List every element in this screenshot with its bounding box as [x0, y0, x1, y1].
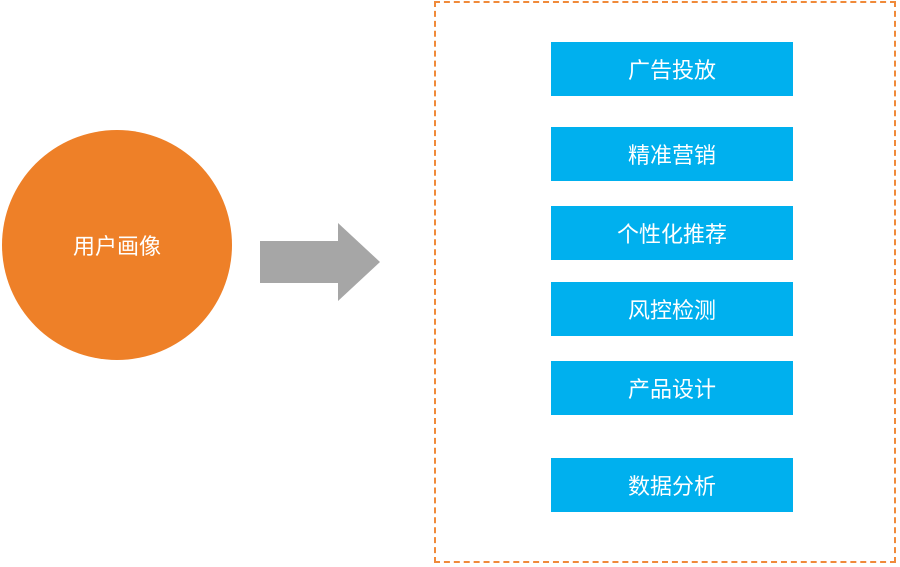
application-item-label: 精准营销 — [627, 144, 716, 169]
application-item-label: 广告投放 — [627, 59, 716, 84]
application-item-label: 风控检测 — [627, 299, 716, 324]
applications-panel — [434, 1, 896, 563]
application-item-data-analysis: 数据分析 — [551, 458, 793, 512]
application-item-label: 产品设计 — [627, 378, 716, 403]
application-item-precision-marketing: 精准营销 — [551, 127, 793, 181]
user-profile-label: 用户画像 — [72, 235, 161, 260]
user-profile-node: 用户画像 — [2, 130, 232, 360]
right-arrow-icon — [260, 223, 380, 301]
application-item-ad-delivery: 广告投放 — [551, 42, 793, 96]
application-item-product-design: 产品设计 — [551, 361, 793, 415]
application-item-risk-detection: 风控检测 — [551, 282, 793, 336]
application-item-label: 个性化推荐 — [616, 223, 727, 248]
application-item-label: 数据分析 — [627, 475, 716, 500]
application-item-personalized-recommendation: 个性化推荐 — [551, 206, 793, 260]
arrow-shape — [260, 223, 380, 301]
